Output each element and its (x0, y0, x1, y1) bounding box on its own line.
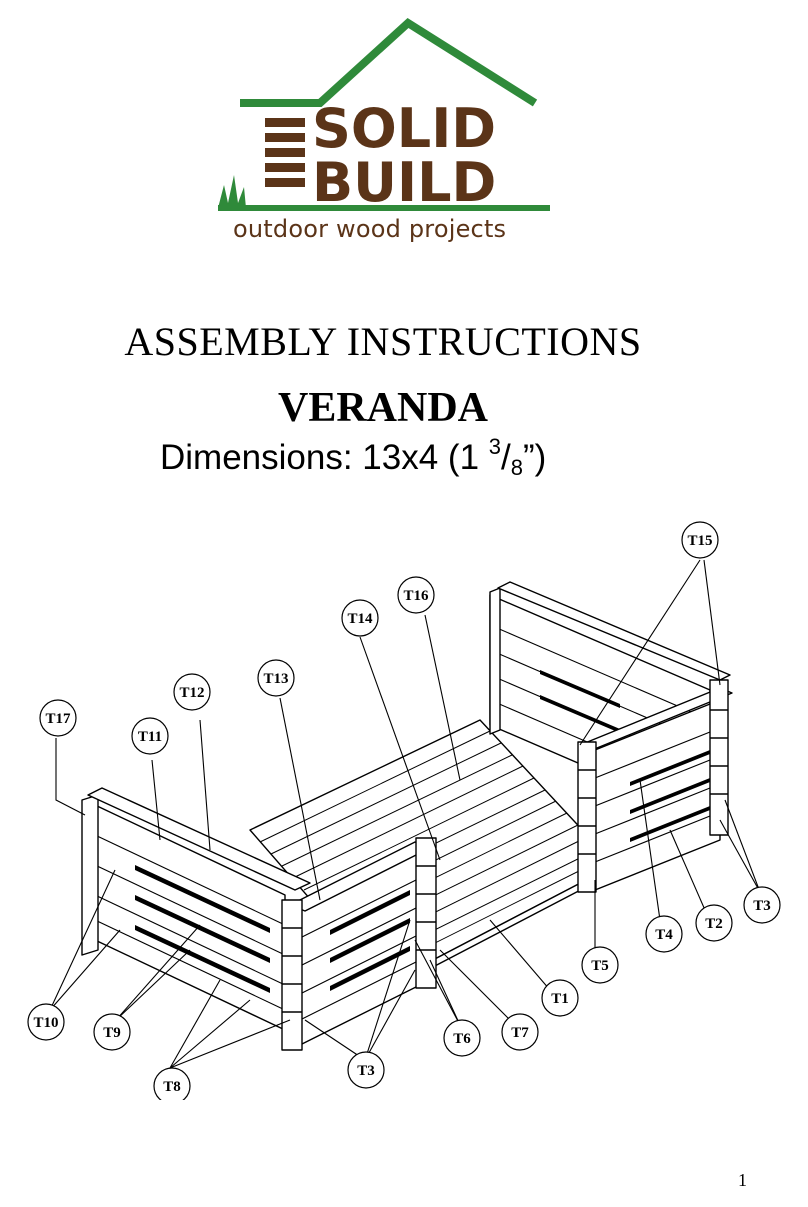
page-title: ASSEMBLY INSTRUCTIONS (124, 319, 642, 364)
back-wall-gaps (540, 670, 620, 733)
front-left-gaps (330, 890, 410, 991)
left-front-corner-post (281, 899, 303, 1051)
roof-outline (240, 17, 538, 107)
svg-text:T13: T13 (263, 671, 288, 687)
dimensions-suffix: ”) (523, 438, 547, 477)
front-left-logs (299, 877, 421, 1021)
callout-t5: T5 (581, 946, 619, 984)
svg-text:T8: T8 (163, 1079, 181, 1095)
left-end-post (81, 794, 99, 956)
svg-text:T7: T7 (511, 1025, 529, 1041)
veranda-assembly-drawing: T15 T16 T14 T13 T12 T11 T17 T10 T9 T8 T3… (27, 521, 781, 1100)
callout-t16: T16 (397, 576, 435, 614)
callout-t3-right: T3 (743, 886, 781, 924)
product-name: VERANDA (278, 385, 488, 431)
callout-t6: T6 (443, 1019, 481, 1057)
svg-text:T14: T14 (347, 611, 373, 627)
svg-text:T12: T12 (179, 685, 204, 701)
dimensions-denominator: 8 (510, 455, 523, 480)
callout-t11: T11 (131, 717, 169, 755)
callout-t1: T1 (541, 979, 579, 1017)
callout-t13: T13 (257, 659, 295, 697)
back-wall-top-rail (497, 581, 731, 681)
callout-t2: T2 (695, 904, 733, 942)
dimensions-numerator: 3 (488, 434, 502, 459)
left-end-logs (94, 834, 286, 1011)
log-stripes (265, 118, 305, 187)
svg-text:T4: T4 (655, 927, 673, 943)
grass-icon (218, 175, 246, 208)
svg-text:T10: T10 (33, 1015, 58, 1031)
svg-text:T9: T9 (103, 1025, 121, 1041)
leader-lines (49, 559, 761, 1069)
callout-t7: T7 (501, 1013, 539, 1051)
dimensions-prefix: Dimensions: 13x4 (1 (160, 438, 489, 477)
callout-t3-front: T3 (347, 1051, 385, 1089)
left-end-gaps (135, 865, 270, 993)
right-corner-post-back (709, 679, 729, 836)
svg-text:T6: T6 (453, 1031, 471, 1047)
left-end-top-rail (87, 787, 311, 891)
svg-text:T3: T3 (357, 1063, 375, 1079)
logo-solid: SOLID (312, 97, 496, 160)
svg-text:T16: T16 (403, 588, 429, 604)
svg-text:T5: T5 (591, 958, 609, 974)
svg-text:T17: T17 (45, 711, 71, 727)
svg-text:T3: T3 (753, 898, 771, 914)
callout-t10: T10 (27, 1003, 65, 1041)
logo-tagline: outdoor wood projects (233, 215, 507, 243)
callout-t9: T9 (93, 1013, 131, 1051)
callout-t17: T17 (39, 699, 77, 737)
callout-t15: T15 (681, 521, 719, 559)
svg-text:T15: T15 (687, 533, 712, 549)
right-side-logs (594, 727, 721, 863)
callout-t14: T14 (341, 599, 379, 637)
svg-text:T1: T1 (551, 991, 569, 1007)
callout-t12: T12 (173, 673, 211, 711)
solid-build-logo: SOLID BUILD (218, 17, 550, 214)
page-number: 1 (738, 1170, 747, 1190)
dimensions: Dimensions: 13x4 (1 3/8”) (160, 434, 547, 480)
right-side-gaps (630, 750, 710, 842)
svg-text:T2: T2 (705, 916, 723, 932)
svg-text:T11: T11 (138, 729, 162, 745)
back-wall-post (489, 587, 501, 735)
callout-t8: T8 (153, 1067, 191, 1100)
callout-t4: T4 (645, 915, 683, 953)
logo-build: BUILD (312, 151, 496, 214)
right-corner-post-front (577, 741, 597, 893)
